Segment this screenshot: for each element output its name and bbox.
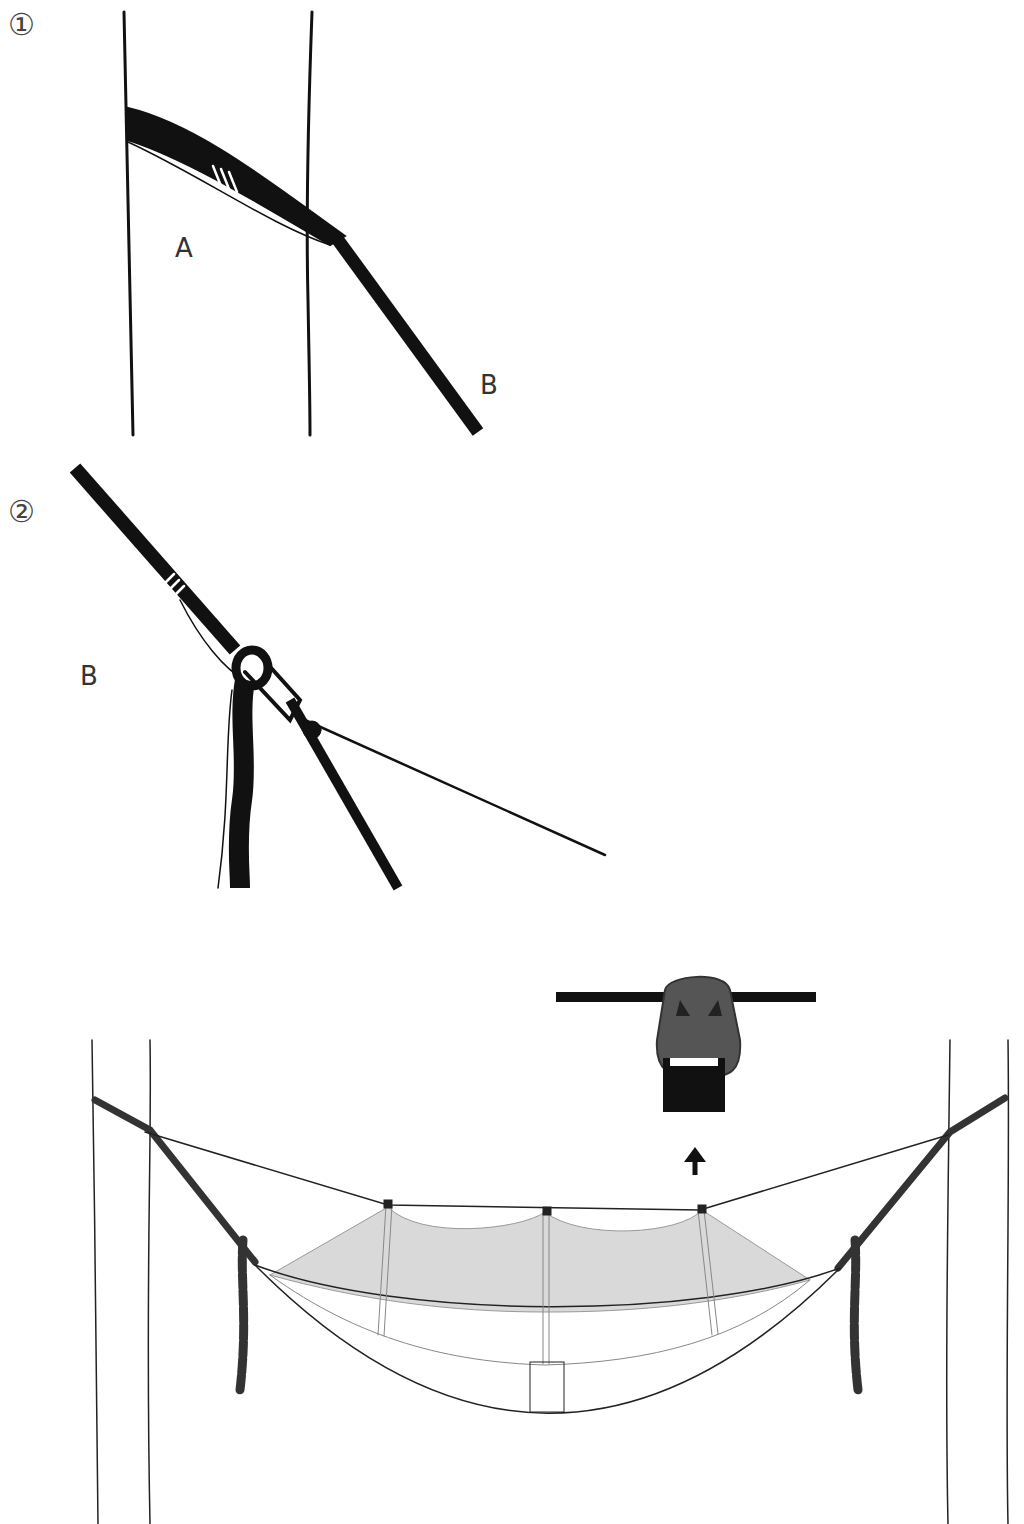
hammock-setup [92, 1040, 1008, 1524]
ridgeline-buckle-detail [556, 977, 816, 1175]
part-label: B [80, 663, 98, 689]
tree-strap-step-1 [124, 12, 478, 435]
part-label: B [480, 372, 498, 398]
callout-number: ② [8, 497, 35, 527]
carabiner-step-2 [75, 468, 605, 888]
callout-number: ① [8, 10, 35, 40]
part-label: A [175, 235, 193, 261]
